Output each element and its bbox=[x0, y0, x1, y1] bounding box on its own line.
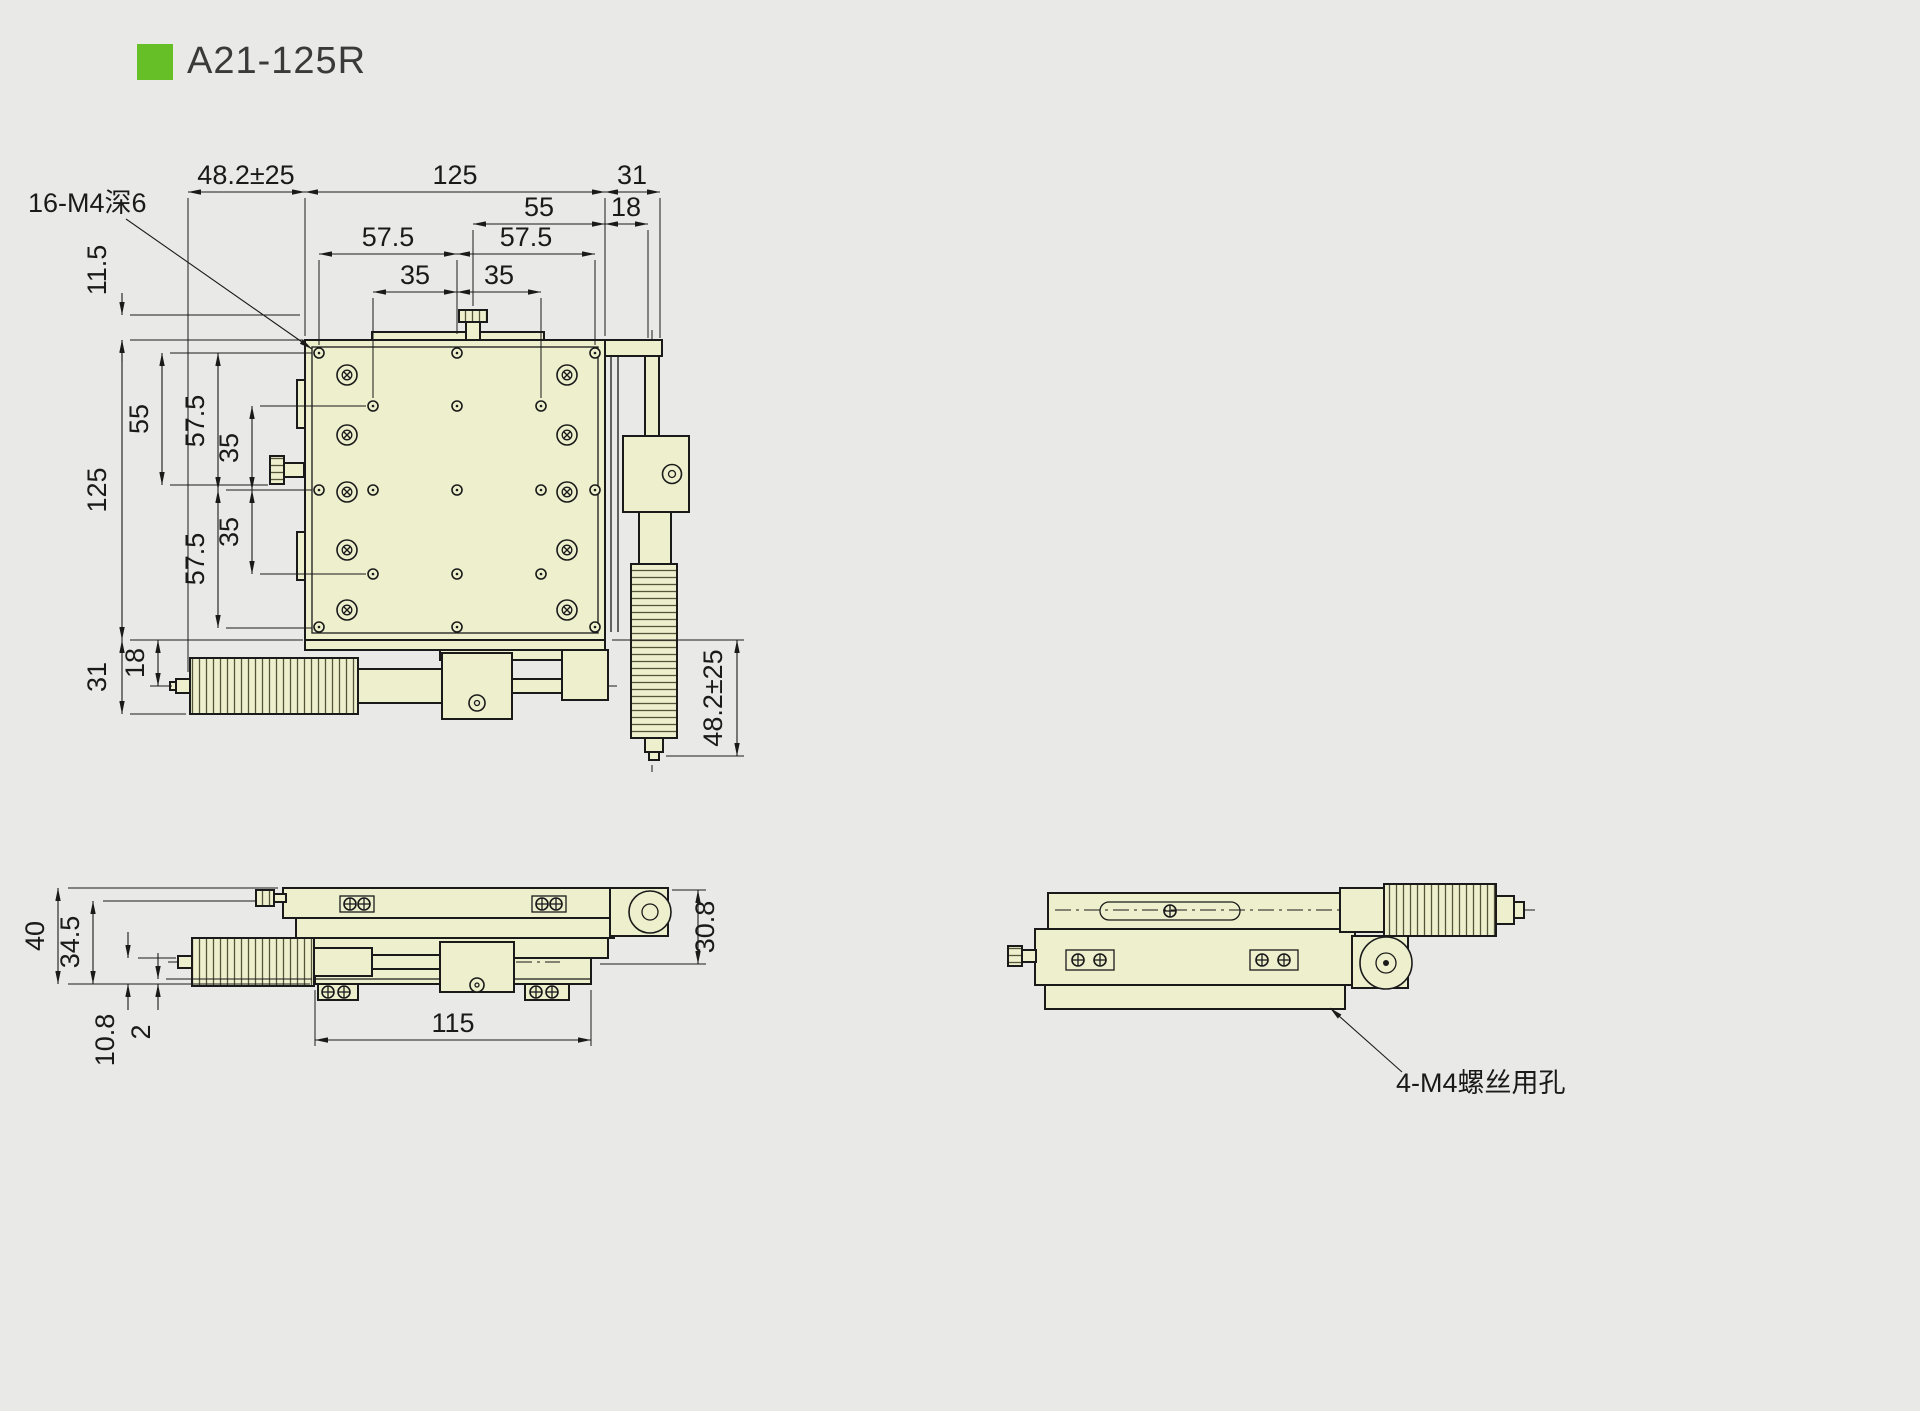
dim-plan-right-18: 18 bbox=[605, 192, 648, 227]
dim-label: 35 bbox=[214, 433, 244, 463]
front-right-bracket bbox=[609, 887, 672, 937]
dim-plan-right-35: 35 bbox=[457, 260, 541, 295]
dim-front-108: 10.8 bbox=[90, 932, 131, 1067]
dim-label: 2 bbox=[126, 1024, 156, 1039]
dim-plan-v18: 18 bbox=[120, 640, 161, 686]
leader-line bbox=[1329, 1007, 1403, 1073]
dim-label: 115 bbox=[431, 1008, 474, 1038]
micrometer-x bbox=[166, 649, 622, 720]
dim-label: 57.5 bbox=[500, 222, 553, 252]
side-base-plate bbox=[1044, 984, 1346, 1010]
plan-view bbox=[166, 309, 690, 772]
dim-label: 40 bbox=[20, 921, 50, 951]
note-label: 4-M4螺丝用孔 bbox=[1396, 1068, 1566, 1098]
dim-plan-left-35: 35 bbox=[373, 260, 457, 295]
dim-front-40: 40 bbox=[20, 888, 61, 984]
dim-label: 55 bbox=[524, 192, 554, 222]
y-mic-thimble bbox=[630, 563, 678, 739]
x-mic-barrel bbox=[357, 668, 443, 704]
dim-plan-v125: 125 bbox=[82, 340, 125, 640]
dim-plan-right-31: 31 bbox=[605, 160, 660, 195]
dim-front-308: 30.8 bbox=[690, 890, 720, 964]
dim-front-115: 115 bbox=[315, 1008, 591, 1043]
adjust-slot bbox=[1099, 901, 1241, 921]
dim-plan-v575-upper: 57.5 bbox=[180, 353, 221, 490]
dim-plan-travel-right: 48.2±25 bbox=[698, 640, 740, 756]
dim-label: 55 bbox=[124, 404, 154, 434]
dim-label: 35 bbox=[484, 260, 514, 290]
side-mic-thimble bbox=[1383, 883, 1497, 937]
dim-plan-115: 11.5 bbox=[82, 245, 125, 362]
dim-label: 57.5 bbox=[362, 222, 415, 252]
dim-front-2: 2 bbox=[126, 953, 161, 1040]
dim-plan-left-575: 57.5 bbox=[319, 222, 457, 257]
front-micrometer bbox=[168, 937, 560, 993]
dim-plan-v55: 55 bbox=[124, 353, 165, 485]
dim-front-345: 34.5 bbox=[55, 901, 96, 984]
x-mic-thimble bbox=[189, 657, 359, 715]
top-clamp-knob bbox=[458, 309, 488, 341]
dim-label: 125 bbox=[432, 160, 477, 190]
dim-label: 34.5 bbox=[55, 916, 85, 969]
top-edge-rail bbox=[371, 331, 545, 341]
leader-line bbox=[125, 218, 313, 350]
saddle-edge bbox=[304, 639, 606, 651]
dim-label: 10.8 bbox=[90, 1014, 120, 1067]
micrometer-y bbox=[604, 330, 690, 772]
dim-plan-right-575: 57.5 bbox=[457, 222, 595, 257]
dim-plan-span-55: 55 bbox=[473, 192, 605, 227]
side-view bbox=[1007, 883, 1540, 1010]
left-clamp-knob bbox=[269, 455, 305, 485]
dim-label: 48.2±25 bbox=[197, 160, 294, 190]
dim-label: 18 bbox=[120, 648, 150, 678]
dim-label: 57.5 bbox=[180, 395, 210, 448]
side-body bbox=[1034, 928, 1356, 986]
dim-label: 35 bbox=[400, 260, 430, 290]
note-plan-holes: 16-M4深6 bbox=[28, 188, 313, 350]
dim-label: 31 bbox=[617, 160, 647, 190]
side-knob-circle bbox=[1351, 935, 1413, 990]
note-side-holes: 4-M4螺丝用孔 bbox=[1329, 1007, 1566, 1098]
dim-label: 57.5 bbox=[180, 533, 210, 586]
front-view bbox=[168, 887, 672, 1001]
dim-plan-v575-lower: 57.5 bbox=[180, 490, 221, 628]
dim-label: 31 bbox=[82, 662, 112, 692]
front-top-plate bbox=[282, 887, 629, 919]
y-spindle bbox=[644, 355, 660, 437]
front-left-knob bbox=[255, 889, 287, 907]
dim-label: 11.5 bbox=[82, 245, 112, 296]
dim-label: 30.8 bbox=[690, 901, 720, 954]
side-top-plate bbox=[1047, 892, 1341, 930]
model-bullet bbox=[137, 43, 173, 80]
side-left-knob bbox=[1007, 945, 1037, 967]
dim-label: 125 bbox=[82, 467, 112, 512]
model-number: A21-125R bbox=[187, 40, 367, 82]
drawing-header: A21-125R bbox=[137, 40, 366, 83]
dim-label: 18 bbox=[611, 192, 641, 222]
dim-plan-v35-upper: 35 bbox=[214, 406, 255, 490]
dim-plan-width: 125 bbox=[305, 160, 605, 195]
y-mic-barrel bbox=[638, 511, 672, 565]
dim-plan-v35-lower: 35 bbox=[214, 490, 255, 574]
dim-label: 48.2±25 bbox=[698, 649, 728, 746]
note-label: 16-M4深6 bbox=[28, 188, 147, 218]
x-spindle bbox=[511, 678, 563, 694]
side-micrometer bbox=[1339, 883, 1525, 937]
dim-plan-travel-top: 48.2±25 bbox=[188, 160, 305, 195]
dim-plan-v31: 31 bbox=[82, 640, 125, 714]
